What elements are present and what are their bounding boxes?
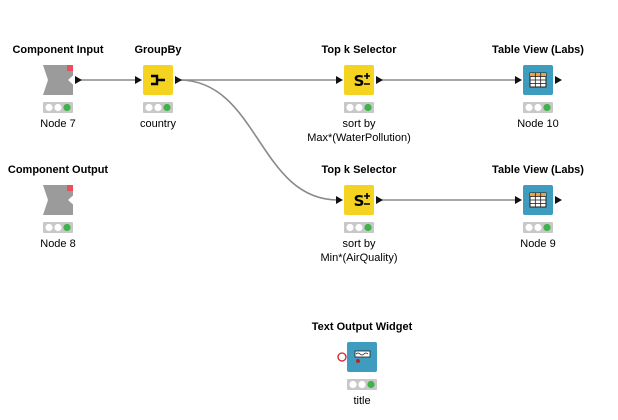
status-traffic-light (43, 222, 73, 233)
node-label-line: Node 9 (520, 238, 556, 250)
node-label[interactable]: title (262, 394, 462, 408)
node-title: Text Output Widget (311, 321, 413, 333)
node-label[interactable]: sort by Min*(AirQuality) (259, 237, 459, 265)
node-title: Top k Selector (321, 44, 397, 56)
sort-icon: S (354, 72, 370, 90)
node-label[interactable]: Node 7 (0, 117, 158, 131)
text-widget-icon (354, 350, 371, 363)
node-text-output[interactable] (337, 342, 377, 390)
output-port[interactable] (75, 76, 82, 84)
node-title: GroupBy (134, 44, 182, 56)
input-port[interactable] (336, 196, 343, 204)
input-port[interactable] (135, 76, 142, 84)
output-port[interactable] (376, 196, 383, 204)
table-icon (529, 192, 547, 208)
node-groupby[interactable] (135, 65, 182, 113)
svg-text:S: S (354, 72, 365, 90)
node-topk-1[interactable]: S (336, 65, 383, 113)
input-port[interactable] (336, 76, 343, 84)
input-port[interactable] (515, 76, 522, 84)
node-tableview-1[interactable] (515, 65, 562, 113)
status-traffic-light (523, 222, 553, 233)
output-port[interactable] (555, 76, 562, 84)
node-title: Table View (Labs) (492, 44, 584, 56)
node-tableview-2[interactable] (515, 185, 562, 233)
status-traffic-light (43, 102, 73, 113)
connection-groupby-to-topk-2[interactable] (178, 79, 339, 201)
node-label-line: sort by (342, 118, 376, 130)
output-port[interactable] (555, 196, 562, 204)
node-label-line: Node 10 (517, 118, 559, 130)
status-traffic-light (143, 102, 173, 113)
node-label-line: country (139, 118, 177, 130)
node-label-line: sort by (342, 238, 376, 250)
table-icon (529, 72, 547, 88)
node-label[interactable]: Node 9 (438, 237, 618, 251)
node-label[interactable]: sort by Max*(WaterPollution) (259, 117, 459, 145)
input-port[interactable] (515, 196, 522, 204)
node-title: Top k Selector (321, 164, 397, 176)
sort-icon: S (354, 192, 370, 210)
node-title: Table View (Labs) (492, 164, 584, 176)
node-body[interactable] (344, 65, 374, 95)
input-port[interactable] (337, 352, 347, 362)
node-label[interactable]: Node 8 (0, 237, 158, 251)
component-marker-icon (67, 185, 73, 191)
status-traffic-light (523, 102, 553, 113)
node-label-line: title (353, 395, 371, 407)
component-marker-icon (67, 65, 73, 71)
svg-text:S: S (354, 192, 365, 210)
node-label-line-2: Min*(AirQuality) (320, 252, 398, 264)
groupby-icon (151, 74, 165, 86)
node-component-output[interactable] (43, 185, 73, 233)
component-body[interactable] (43, 65, 73, 95)
node-label-line: Node 7 (40, 118, 76, 130)
status-traffic-light (347, 379, 377, 390)
component-body[interactable] (43, 185, 73, 215)
node-title: Component Output (7, 164, 109, 176)
status-traffic-light (344, 102, 374, 113)
output-port[interactable] (376, 76, 383, 84)
node-component-input[interactable] (43, 65, 82, 113)
nodes-layer: SS (43, 65, 562, 390)
node-topk-2[interactable]: S (336, 185, 383, 233)
node-label-line-2: Max*(WaterPollution) (307, 132, 411, 144)
node-label-line: Node 8 (40, 238, 76, 250)
node-body[interactable] (344, 185, 374, 215)
status-traffic-light (344, 222, 374, 233)
output-port[interactable] (175, 76, 182, 84)
connections-layer (79, 79, 517, 201)
node-title: Component Input (12, 44, 104, 56)
node-label[interactable]: Node 10 (438, 117, 618, 131)
node-label[interactable]: country (58, 117, 258, 131)
